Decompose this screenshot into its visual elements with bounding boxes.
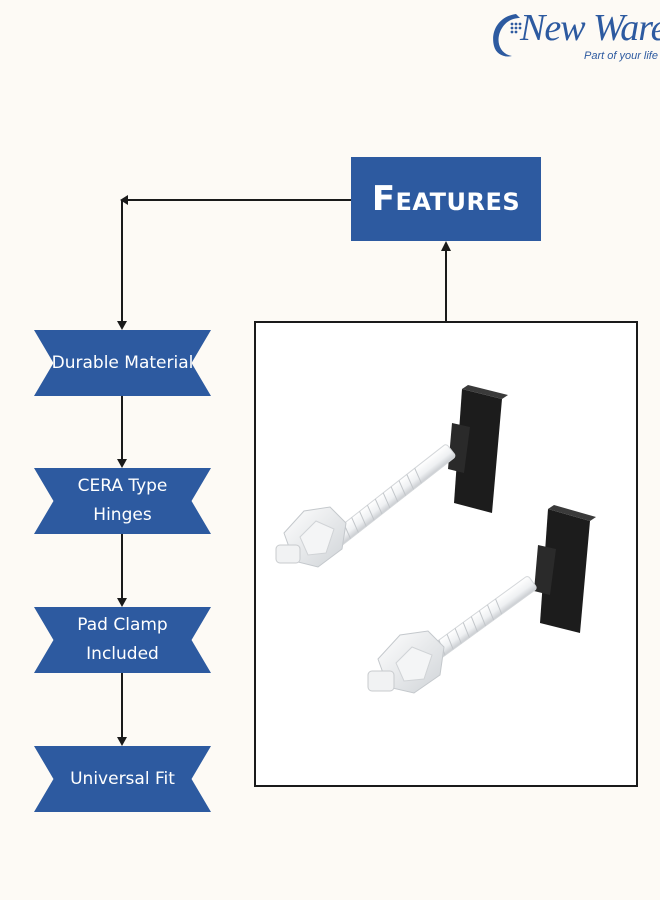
brand-logo: New Ware Part of your life	[480, 2, 660, 68]
arrow-left-icon	[120, 195, 128, 205]
product-photo-frame	[254, 321, 638, 787]
arrow-up-icon	[441, 241, 451, 251]
feature-label: Pad Clamp Included	[77, 615, 168, 664]
features-heading-text: Features	[371, 179, 521, 219]
arrow-down-icon	[117, 737, 127, 746]
feature-banner-durable-material: Durable Material	[34, 330, 211, 396]
feature-banner-cera-type-hinges: CERA Type Hinges	[34, 468, 211, 534]
brand-name: New Ware	[520, 7, 660, 49]
hinge-nut-1	[275, 506, 347, 568]
hinge-bolt-2	[367, 505, 596, 694]
brand-tagline: Part of your life	[584, 50, 658, 62]
arrow-down-icon	[117, 459, 127, 468]
swoosh-logo-icon	[493, 14, 522, 57]
feature-label: Universal Fit	[70, 768, 175, 789]
hinge-bolt-1	[275, 385, 508, 568]
product-illustration	[275, 385, 596, 694]
feature-label: Durable Material	[51, 352, 194, 373]
feature-banner-pad-clamp-included: Pad Clamp Included	[34, 607, 211, 673]
hinge-nut-2	[367, 630, 445, 694]
feature-banner-universal-fit: Universal Fit	[34, 746, 211, 812]
arrow-down-icon	[117, 321, 127, 330]
feature-label: CERA Type Hinges	[77, 476, 168, 525]
features-heading: Features	[351, 157, 541, 241]
arrow-down-icon	[117, 598, 127, 607]
